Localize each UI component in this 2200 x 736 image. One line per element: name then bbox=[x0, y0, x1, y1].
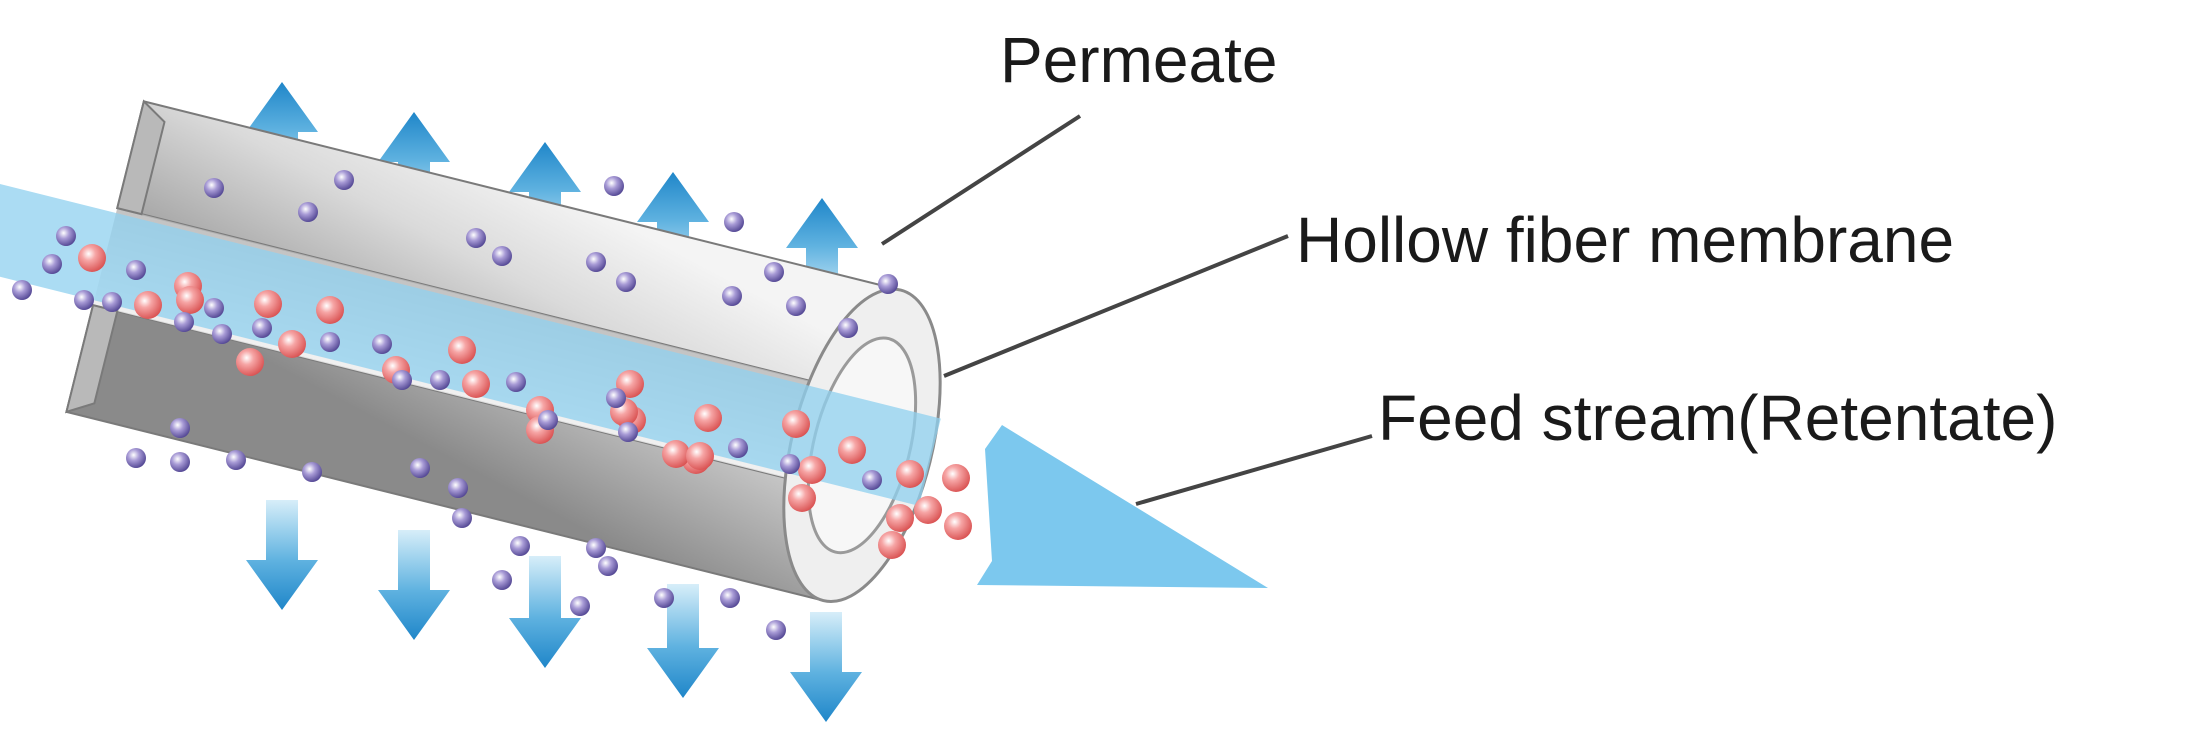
retained-particle bbox=[254, 290, 282, 318]
permeate-particle bbox=[174, 312, 194, 332]
retained-particle bbox=[662, 440, 690, 468]
hollow-fiber-membrane-label: Hollow fiber membrane bbox=[1296, 204, 1954, 276]
permeate-particle bbox=[654, 588, 674, 608]
arrow-down-icon bbox=[246, 500, 318, 610]
permeate-label: Permeate bbox=[1000, 24, 1277, 96]
permeate-particle bbox=[586, 538, 606, 558]
retained-particle bbox=[838, 436, 866, 464]
retained-particle bbox=[914, 496, 942, 524]
permeate-particle bbox=[302, 462, 322, 482]
permeate-particle bbox=[720, 588, 740, 608]
permeate-particle bbox=[410, 458, 430, 478]
permeate-particle bbox=[598, 556, 618, 576]
permeate-particle bbox=[56, 226, 76, 246]
permeate-particle bbox=[42, 254, 62, 274]
arrow-up-icon bbox=[509, 142, 581, 250]
permeate-particle bbox=[448, 478, 468, 498]
arrow-up-icon bbox=[637, 172, 709, 280]
permeate-particle bbox=[212, 324, 232, 344]
permeate-particle bbox=[604, 176, 624, 196]
permeate-particle bbox=[728, 438, 748, 458]
retained-particle bbox=[462, 370, 490, 398]
permeate-particle bbox=[492, 570, 512, 590]
retained-particle bbox=[878, 531, 906, 559]
permeate-particle bbox=[724, 212, 744, 232]
permeate-particle bbox=[126, 448, 146, 468]
particles bbox=[12, 170, 972, 640]
retained-particle bbox=[782, 410, 810, 438]
permeate-particle bbox=[102, 292, 122, 312]
arrow-down-icon bbox=[509, 556, 581, 668]
permeate-particle bbox=[586, 252, 606, 272]
retained-particle bbox=[236, 348, 264, 376]
permeate-leader-line bbox=[880, 114, 1082, 246]
permeate-particle bbox=[538, 410, 558, 430]
arrow-up-icon bbox=[378, 112, 450, 220]
arrow-up-icon bbox=[786, 198, 858, 304]
retained-particle bbox=[176, 286, 204, 314]
permeate-particle bbox=[204, 298, 224, 318]
retained-particle bbox=[78, 244, 106, 272]
permeate-particle bbox=[226, 450, 246, 470]
permeate-particle bbox=[392, 370, 412, 390]
feed-stream-label: Feed stream(Retentate) bbox=[1378, 382, 2057, 454]
retained-particle bbox=[944, 512, 972, 540]
permeate-particle bbox=[616, 272, 636, 292]
permeate-particle bbox=[506, 372, 526, 392]
permeate-particle bbox=[170, 418, 190, 438]
retained-particle bbox=[798, 456, 826, 484]
permeate-particle bbox=[430, 370, 450, 390]
retained-particle bbox=[134, 291, 162, 319]
permeate-particle bbox=[862, 470, 882, 490]
permeate-particle bbox=[204, 178, 224, 198]
feed-leader-line bbox=[1135, 434, 1373, 506]
membrane-leader-line bbox=[943, 234, 1289, 378]
feed-stream-band bbox=[0, 176, 941, 506]
permeate-particle bbox=[466, 228, 486, 248]
retained-particle bbox=[278, 330, 306, 358]
permeate-particle bbox=[786, 296, 806, 316]
permeate-particle bbox=[298, 202, 318, 222]
retained-particle bbox=[448, 336, 476, 364]
permeate-particle bbox=[838, 318, 858, 338]
arrow-down-icon bbox=[647, 584, 719, 698]
permeate-particle bbox=[722, 286, 742, 306]
retained-particle bbox=[788, 484, 816, 512]
permeate-particle bbox=[74, 290, 94, 310]
arrow-down-icon bbox=[790, 612, 862, 722]
permeate-particle bbox=[126, 260, 146, 280]
permeate-particle bbox=[766, 620, 786, 640]
permeate-particle bbox=[510, 536, 530, 556]
hollow-fiber-tube bbox=[0, 99, 942, 603]
permeate-particle bbox=[12, 280, 32, 300]
permeate-particle bbox=[606, 388, 626, 408]
permeate-particle bbox=[452, 508, 472, 528]
permeate-particle bbox=[780, 454, 800, 474]
retained-particle bbox=[686, 442, 714, 470]
permeate-particle bbox=[570, 596, 590, 616]
permeate-particle bbox=[618, 422, 638, 442]
retained-particle bbox=[886, 504, 914, 532]
retained-particle bbox=[942, 464, 970, 492]
retained-particle bbox=[896, 460, 924, 488]
arrow-down-icon bbox=[378, 530, 450, 640]
permeate-arrows-up bbox=[246, 82, 858, 304]
permeate-particle bbox=[372, 334, 392, 354]
retained-particle bbox=[316, 296, 344, 324]
retained-particle bbox=[694, 404, 722, 432]
arrow-right-icon bbox=[977, 425, 1268, 588]
permeate-arrows-down bbox=[246, 500, 862, 722]
permeate-particle bbox=[878, 274, 898, 294]
permeate-particle bbox=[320, 332, 340, 352]
permeate-particle bbox=[764, 262, 784, 282]
permeate-particle bbox=[492, 246, 512, 266]
permeate-particle bbox=[252, 318, 272, 338]
permeate-particle bbox=[170, 452, 190, 472]
permeate-particle bbox=[334, 170, 354, 190]
